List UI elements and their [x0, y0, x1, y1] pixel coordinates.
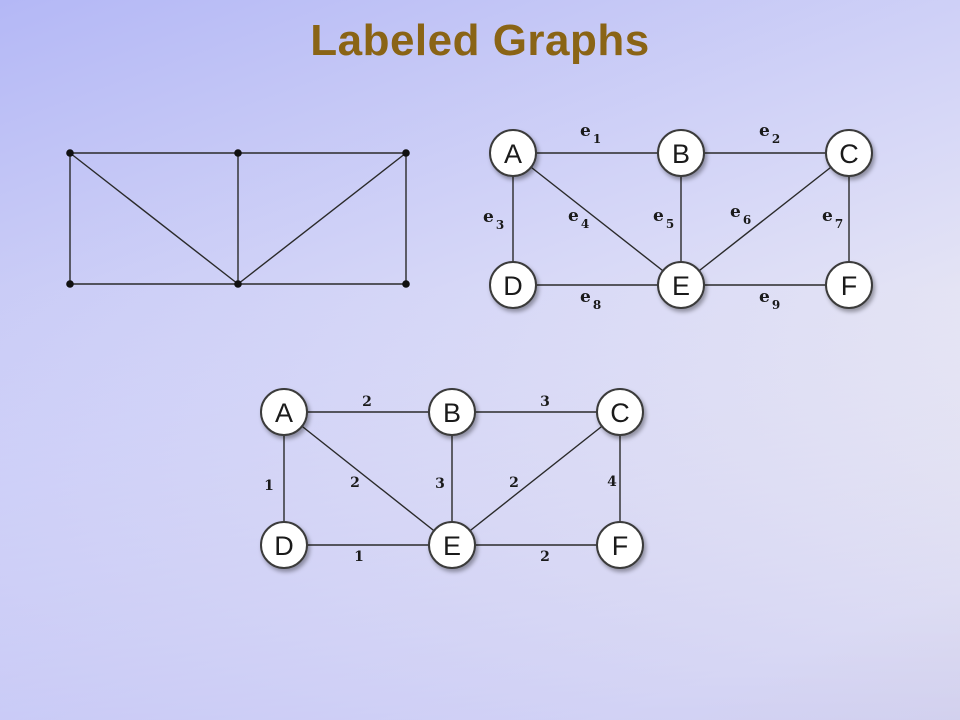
unlabeled-vertex-tr: [402, 149, 410, 157]
weighted-node-circle-f: [596, 521, 644, 569]
edge-labeled-node-label-c: C: [839, 139, 859, 169]
edge-labeled-node-c: C: [825, 129, 873, 177]
unlabeled-vertex-tm: [234, 149, 242, 157]
weighted-node-b: B: [428, 388, 476, 436]
weighted-node-circle-d: [260, 521, 308, 569]
edge-labeled-node-circle-c: [825, 129, 873, 177]
weighted-node-f: F: [596, 521, 644, 569]
edge-labeled-node-label-a: A: [504, 139, 522, 169]
weight-label-e-c: 2: [509, 475, 519, 491]
weighted-edge-a-e: [283, 411, 453, 546]
weight-label-c-f: 4: [607, 474, 617, 490]
edge-labeled-edge-e-c: [680, 152, 850, 286]
edge-labeled-node-b: B: [657, 129, 705, 177]
weighted-node-label-a: A: [275, 398, 293, 428]
weighted-node-label-c: C: [610, 398, 630, 428]
edge-labeled-node-a: A: [489, 129, 537, 177]
edge-labeled-node-circle-a: [489, 129, 537, 177]
weight-label-b-e: 3: [435, 476, 445, 492]
edge-labeled-node-e: E: [657, 261, 705, 309]
unlabeled-edge-tl-bm: [69, 152, 239, 285]
weight-label-a-b: 2: [362, 394, 372, 410]
weighted-node-d: D: [260, 521, 308, 569]
weight-label-e-f: 2: [540, 549, 550, 565]
weighted-node-label-f: F: [612, 531, 629, 561]
weighted-node-circle-c: [596, 388, 644, 436]
weighted-node-c: C: [596, 388, 644, 436]
weight-label-a-e: 2: [350, 475, 360, 491]
unlabeled-vertex-bl: [66, 280, 74, 288]
weighted-node-label-b: B: [443, 398, 461, 428]
unlabeled-vertex-bm: [234, 280, 242, 288]
weighted-node-circle-b: [428, 388, 476, 436]
weight-label-b-c: 3: [540, 394, 550, 410]
weighted-node-label-e: E: [443, 531, 461, 561]
edge-labeled-node-d: D: [489, 261, 537, 309]
weighted-node-circle-a: [260, 388, 308, 436]
slide-title: Labeled Graphs: [310, 16, 650, 65]
weighted-node-e: E: [428, 521, 476, 569]
edge-labeled-node-label-d: D: [503, 271, 523, 301]
weight-label-d-e: 1: [354, 549, 364, 565]
edge-labeled-node-circle-b: [657, 129, 705, 177]
edge-labeled-node-label-f: F: [841, 271, 858, 301]
edge-labeled-node-circle-e: [657, 261, 705, 309]
edge-labeled-edge-a-e: [512, 152, 682, 286]
edge-labeled-node-f: F: [825, 261, 873, 309]
weighted-edge-e-c: [451, 411, 621, 546]
weighted-node-label-d: D: [274, 531, 294, 561]
weighted-node-a: A: [260, 388, 308, 436]
weight-label-a-d: 1: [264, 478, 274, 494]
unlabeled-edge-tr-bm: [237, 152, 407, 285]
edge-labeled-node-circle-d: [489, 261, 537, 309]
edge-labeled-node-label-b: B: [672, 139, 690, 169]
unlabeled-vertex-tl: [66, 149, 74, 157]
weighted-node-circle-e: [428, 521, 476, 569]
edge-labeled-node-label-e: E: [672, 271, 690, 301]
edge-labeled-node-circle-f: [825, 261, 873, 309]
unlabeled-vertex-br: [402, 280, 410, 288]
